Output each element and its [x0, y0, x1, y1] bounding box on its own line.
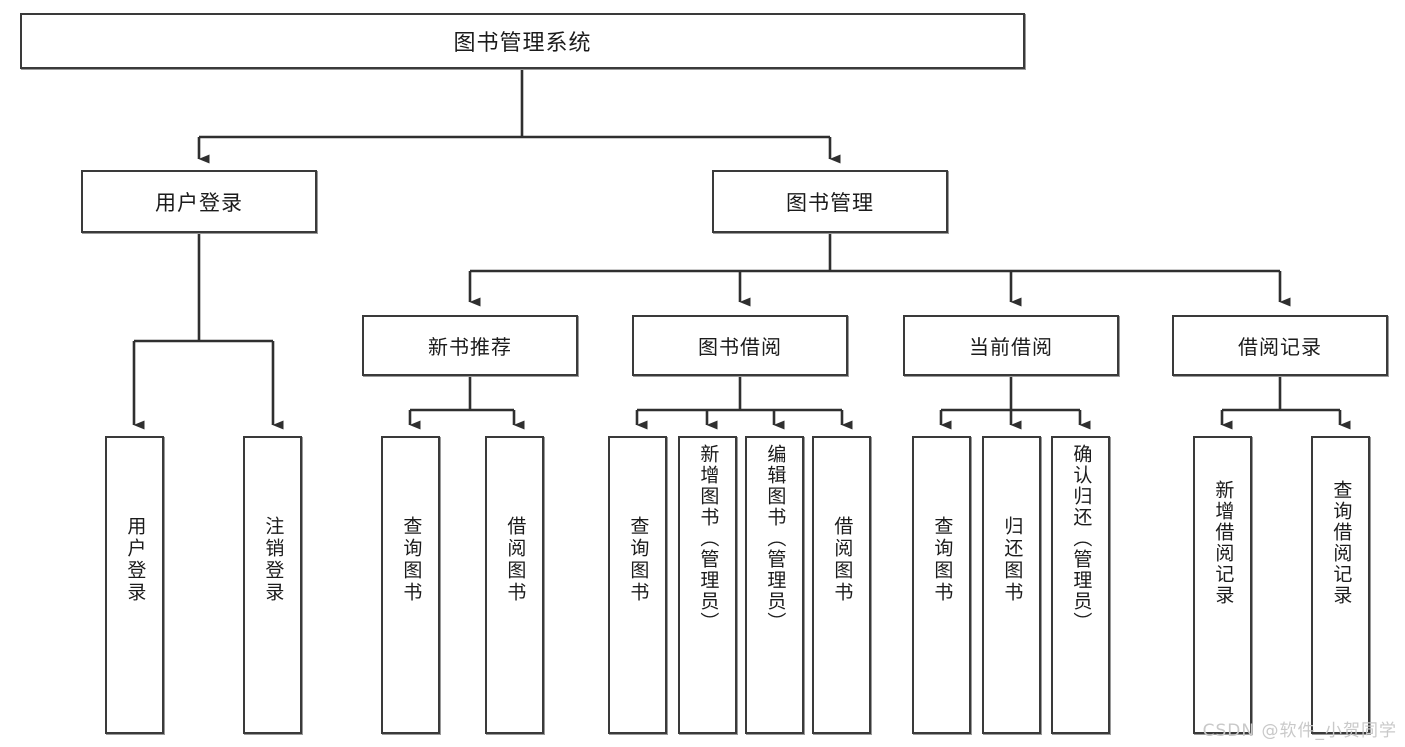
- node-label: 用户登录: [124, 516, 147, 604]
- node-leaf-user-login[interactable]: 用户登录: [105, 436, 164, 734]
- node-leaf-add-book[interactable]: 新增图书（管理员）: [678, 436, 737, 734]
- node-book-borrow[interactable]: 图书借阅: [632, 315, 848, 376]
- node-label: 确认归还（管理员）: [1070, 444, 1093, 633]
- node-leaf-add-borrow-record[interactable]: 新增借阅记录: [1193, 436, 1252, 734]
- node-label: 新书推荐: [428, 335, 512, 359]
- node-current-borrow[interactable]: 当前借阅: [903, 315, 1119, 376]
- node-leaf-logout-login[interactable]: 注销登录: [243, 436, 302, 734]
- node-user-login[interactable]: 用户登录: [81, 170, 317, 233]
- node-label: 归还图书: [1001, 516, 1024, 604]
- node-leaf-query-book-1[interactable]: 查询图书: [381, 436, 440, 734]
- node-leaf-return-book[interactable]: 归还图书: [982, 436, 1041, 734]
- node-label: 注销登录: [262, 516, 285, 604]
- node-borrow-record[interactable]: 借阅记录: [1172, 315, 1388, 376]
- node-leaf-query-book-3[interactable]: 查询图书: [912, 436, 971, 734]
- node-label: 查询借阅记录: [1330, 480, 1353, 606]
- node-new-book-recommend[interactable]: 新书推荐: [362, 315, 578, 376]
- node-label: 当前借阅: [969, 335, 1053, 359]
- node-label: 编辑图书（管理员）: [764, 444, 787, 633]
- node-leaf-borrow-book-1[interactable]: 借阅图书: [485, 436, 544, 734]
- node-label: 查询图书: [931, 516, 954, 604]
- node-label: 图书管理系统: [453, 31, 592, 56]
- node-leaf-borrow-book-2[interactable]: 借阅图书: [812, 436, 871, 734]
- csdn-watermark: CSDN @软件_小贺同学: [1202, 721, 1397, 741]
- node-label: 图书借阅: [698, 335, 782, 359]
- node-label: 借阅图书: [504, 516, 527, 604]
- node-book-manage[interactable]: 图书管理: [712, 170, 948, 233]
- node-label: 用户登录: [155, 190, 243, 215]
- node-leaf-edit-book[interactable]: 编辑图书（管理员）: [745, 436, 804, 734]
- node-label: 查询图书: [400, 516, 423, 604]
- node-leaf-query-borrow-record[interactable]: 查询借阅记录: [1311, 436, 1370, 734]
- node-leaf-query-book-2[interactable]: 查询图书: [608, 436, 667, 734]
- node-label: 借阅图书: [831, 516, 854, 604]
- node-label: 图书管理: [786, 190, 874, 215]
- node-label: 查询图书: [627, 516, 650, 604]
- node-root-system[interactable]: 图书管理系统: [20, 13, 1025, 69]
- node-leaf-confirm-return[interactable]: 确认归还（管理员）: [1051, 436, 1110, 734]
- node-label: 借阅记录: [1238, 335, 1322, 359]
- node-label: 新增图书（管理员）: [697, 444, 720, 633]
- node-label: 新增借阅记录: [1212, 480, 1235, 606]
